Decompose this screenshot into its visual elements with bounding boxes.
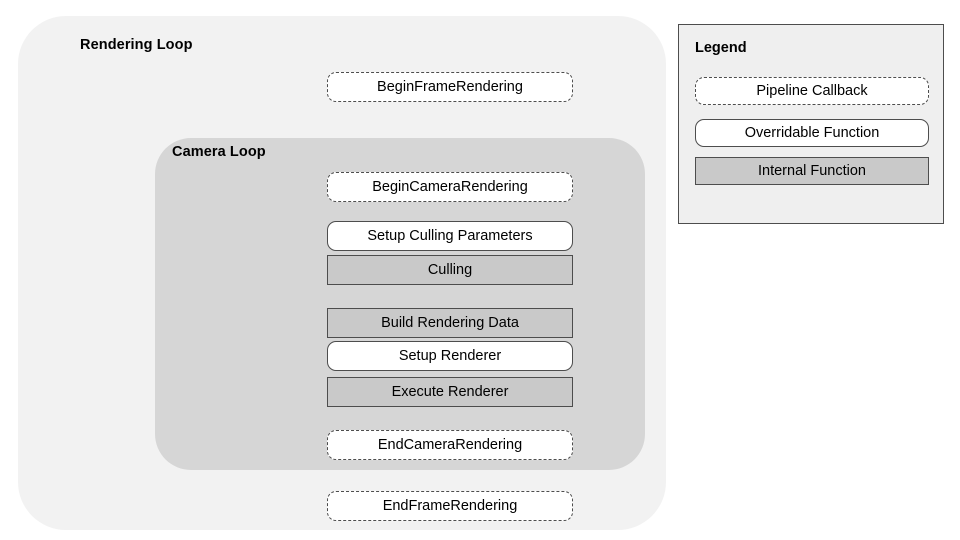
rendering-loop-title: Rendering Loop bbox=[80, 37, 193, 53]
legend-item-pipeline-callback: Pipeline Callback bbox=[695, 77, 929, 105]
node-end-camera-rendering[interactable]: EndCameraRendering bbox=[327, 430, 573, 460]
node-setup-renderer[interactable]: Setup Renderer bbox=[327, 341, 573, 371]
legend-item-overridable-function: Overridable Function bbox=[695, 119, 929, 147]
node-culling[interactable]: Culling bbox=[327, 255, 573, 285]
node-setup-culling-parameters[interactable]: Setup Culling Parameters bbox=[327, 221, 573, 251]
legend-panel: Legend Pipeline Callback Overridable Fun… bbox=[678, 24, 944, 224]
camera-loop-title: Camera Loop bbox=[172, 144, 266, 160]
legend-title: Legend bbox=[695, 40, 747, 56]
legend-item-internal-function: Internal Function bbox=[695, 157, 929, 185]
node-build-rendering-data[interactable]: Build Rendering Data bbox=[327, 308, 573, 338]
node-execute-renderer[interactable]: Execute Renderer bbox=[327, 377, 573, 407]
node-end-frame-rendering[interactable]: EndFrameRendering bbox=[327, 491, 573, 521]
node-begin-frame-rendering[interactable]: BeginFrameRendering bbox=[327, 72, 573, 102]
node-begin-camera-rendering[interactable]: BeginCameraRendering bbox=[327, 172, 573, 202]
